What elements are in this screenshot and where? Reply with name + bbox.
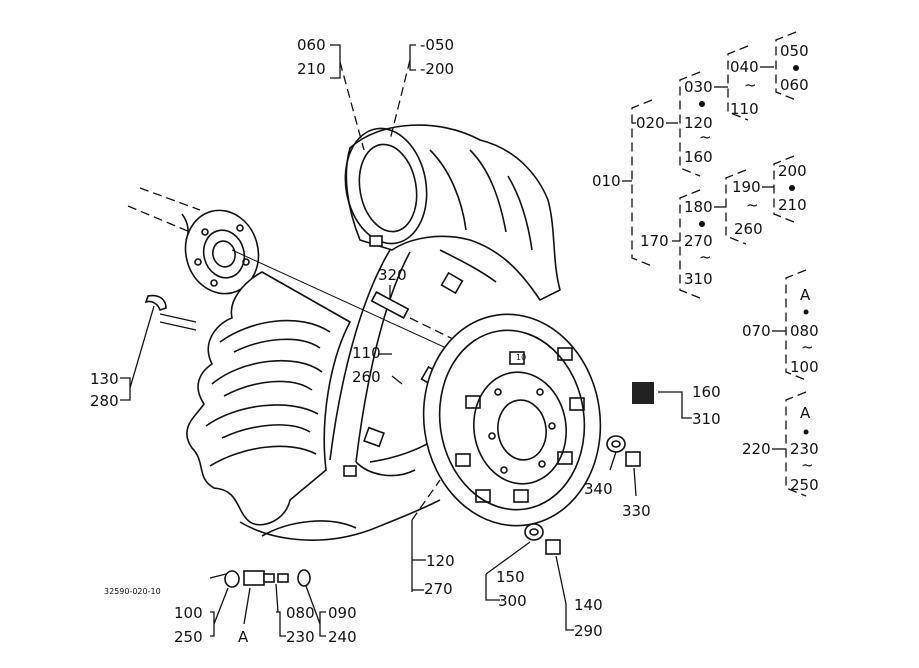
callout-060: 060 (297, 36, 326, 54)
callout-110: 110 (352, 344, 381, 362)
legend-070-a: A (800, 286, 811, 304)
tree-040: 040 (730, 58, 759, 76)
tree-260: 260 (734, 220, 763, 238)
nut-140 (545, 539, 561, 555)
callout-280: 280 (90, 392, 119, 410)
washer-340 (606, 435, 626, 453)
legend-220-tilde: ~ (801, 456, 814, 474)
valve-assembly (224, 569, 311, 588)
tree-180: 180 (684, 198, 713, 216)
tire-bottom-lug (261, 520, 357, 537)
tree-200: 200 (778, 162, 807, 180)
tree-tilde-4: ~ (746, 196, 759, 214)
tree-050: 050 (780, 42, 809, 60)
tree-tilde-1: ~ (699, 128, 712, 146)
callout-200: -200 (420, 60, 454, 78)
axle-hub-flange (184, 209, 260, 295)
tree-160: 160 (684, 148, 713, 166)
tree-210: 210 (778, 196, 807, 214)
drawing-code: 32590-020-10 (104, 587, 161, 596)
legend-070-100: 100 (790, 358, 819, 376)
legend-070-head: 070 (742, 322, 771, 340)
parts-hierarchy-tree: 010 020 030 120 ~ 160 040 ~ 110 050 060 … (592, 31, 809, 299)
callout-240: 240 (328, 628, 357, 646)
nut-330 (625, 451, 641, 467)
legend-220: 220 A 230 ~ 250 (742, 391, 819, 497)
legend-070-tilde: ~ (801, 338, 814, 356)
tree-190: 190 (732, 178, 761, 196)
tree-110: 110 (730, 100, 759, 118)
tree-270: 270 (684, 232, 713, 250)
wheel-disc (422, 313, 602, 527)
callout-080: 080 (286, 604, 315, 622)
tree-060: 060 (780, 76, 809, 94)
leader-lines (120, 44, 692, 637)
tree-tilde-2: ~ (744, 76, 757, 94)
callout-120: 120 (426, 552, 455, 570)
legend-220-head: 220 (742, 440, 771, 458)
tree-tilde-3: ~ (699, 248, 712, 266)
tree-020: 020 (636, 114, 665, 132)
callout-230: 230 (286, 628, 315, 646)
tire-rear (344, 124, 561, 302)
legend-070: 070 A 080 ~ 100 (742, 269, 819, 381)
callout-320: 320 (378, 266, 407, 284)
legend-220-250: 250 (790, 476, 819, 494)
callout-140: 140 (574, 596, 603, 614)
callout-260: 260 (352, 368, 381, 386)
tree-120: 120 (684, 114, 713, 132)
callout-160-block: 160 (692, 383, 721, 401)
tire-front (186, 271, 352, 526)
callout-050: -050 (420, 36, 454, 54)
tree-030: 030 (684, 78, 713, 96)
callout-labels: 060 210 -050 -200 320 110 260 130 280 16… (90, 36, 721, 646)
hatched-block (632, 382, 654, 404)
callout-300: 300 (498, 592, 527, 610)
callout-090: 090 (328, 604, 357, 622)
bolt-130 (144, 294, 197, 331)
callout-100: 100 (174, 604, 203, 622)
callout-210: 210 (297, 60, 326, 78)
disc-mark: 10 (516, 353, 526, 362)
callout-a: A (238, 628, 249, 646)
callout-290: 290 (574, 622, 603, 640)
callout-310-block: 310 (692, 410, 721, 428)
callout-130: 130 (90, 370, 119, 388)
callout-330: 330 (622, 502, 651, 520)
callout-340: 340 (584, 480, 613, 498)
legend-070-080: 080 (790, 322, 819, 340)
washer-150 (524, 523, 544, 541)
callout-270: 270 (424, 580, 453, 598)
tree-010: 010 (592, 172, 621, 190)
tree-310: 310 (684, 270, 713, 288)
legend-220-a: A (800, 404, 811, 422)
callout-150: 150 (496, 568, 525, 586)
legend-220-230: 230 (790, 440, 819, 458)
callout-250: 250 (174, 628, 203, 646)
tree-170: 170 (640, 232, 669, 250)
